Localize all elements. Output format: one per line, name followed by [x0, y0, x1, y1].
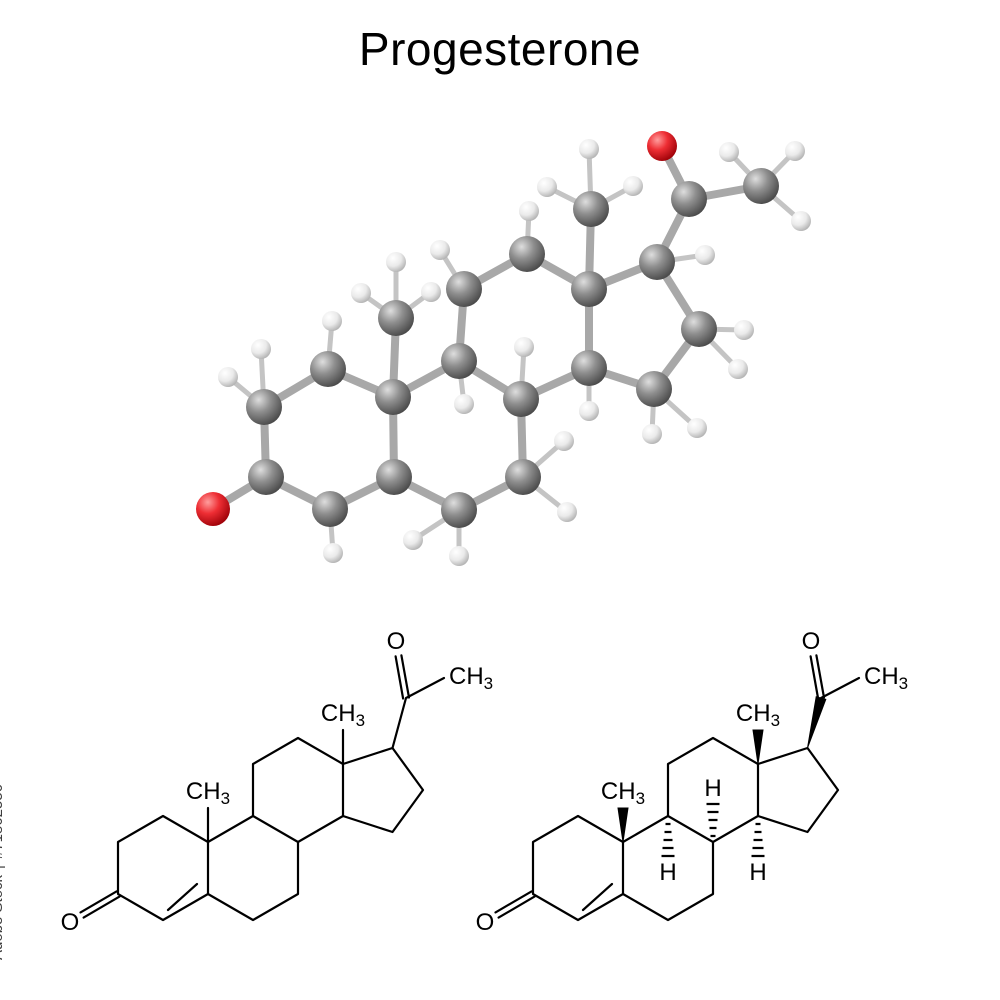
ball-and-stick-model — [196, 131, 811, 566]
hydrogen-atom — [514, 337, 534, 357]
ring-double-bond — [166, 882, 199, 912]
ketone-double-bond — [79, 890, 121, 919]
carbon-atom — [441, 343, 477, 379]
hydrogen-atom — [322, 311, 342, 331]
hydrogen-atom — [642, 424, 662, 444]
hydrogen-atom — [351, 283, 371, 303]
page-title: Progesterone — [358, 23, 642, 75]
hydrogen-atom — [557, 502, 577, 522]
ring-b — [621, 814, 715, 922]
ring-a — [116, 814, 210, 922]
hydrogen-atom — [421, 282, 441, 302]
methyl-label: CH3 — [186, 778, 230, 808]
methyl-label: CH3 — [864, 663, 908, 693]
ring-c — [666, 736, 760, 844]
oxygen-label: O — [61, 909, 80, 936]
carbon-atom — [441, 492, 477, 528]
hydrogen-atom — [430, 240, 450, 260]
carbon-atom — [246, 389, 282, 425]
oxygen-atom — [196, 492, 230, 526]
carbon-atom — [681, 311, 717, 347]
watermark-number: #71802550 — [0, 783, 6, 860]
carbon-atom — [310, 351, 346, 387]
carbon-atom — [376, 459, 412, 495]
ring-a — [531, 814, 625, 922]
stereo-hydrogen-label: H — [659, 859, 676, 886]
hash-wedge-c14-h — [751, 822, 765, 858]
acetyl-bond — [391, 676, 446, 750]
hash-wedge-c9-h — [661, 822, 675, 858]
bond-layer — [209, 142, 804, 559]
hydrogen-atom — [734, 320, 754, 340]
hydrogen-atom — [251, 339, 271, 359]
hydrogen-atom — [449, 546, 469, 566]
watermark-separator: | — [0, 865, 6, 869]
carbon-atom — [743, 168, 779, 204]
hydrogen-atom — [623, 176, 643, 196]
carbon-atom — [503, 381, 539, 417]
methyl-label: CH3 — [321, 700, 365, 730]
carbon-atom — [639, 244, 675, 280]
oxygen-label: O — [476, 909, 495, 936]
carbon-atom — [312, 491, 348, 527]
wedge-bond-c18 — [752, 729, 764, 765]
hydrogen-atom — [323, 543, 343, 563]
carbon-atom — [378, 300, 414, 336]
structural-formula-plain: O O CH3 CH3 CH3 — [61, 628, 493, 936]
carbon-atom — [446, 271, 482, 307]
hydrogen-atom — [386, 252, 406, 272]
ring-b — [206, 814, 300, 922]
structural-formula-stereo: O O CH3 CH3 CH3 H H H — [476, 628, 908, 936]
carbon-atom — [375, 379, 411, 415]
hydrogen-atom — [687, 418, 707, 438]
oxygen-label: O — [802, 628, 821, 655]
wedge-bond-acetyl — [807, 696, 827, 749]
hydrogen-atom — [791, 211, 811, 231]
carbon-atom — [248, 459, 284, 495]
oxygen-label: O — [387, 628, 406, 655]
ring-c — [251, 736, 345, 844]
hash-wedge-c8-h — [706, 802, 720, 838]
wedge-bond-c19 — [617, 807, 629, 843]
methyl-label: CH3 — [449, 663, 493, 693]
oxygen-atom — [647, 131, 677, 161]
stereo-hydrogen-label: H — [704, 775, 721, 802]
hydrogen-atom — [554, 431, 574, 451]
ring-d — [341, 746, 425, 834]
carbon-atom — [571, 350, 607, 386]
hydrogen-atom — [454, 394, 474, 414]
acetyl-double-bond — [394, 654, 411, 700]
hydrogen-atom — [695, 245, 715, 265]
acetyl-double-bond — [809, 654, 826, 700]
watermark-brand: Adobe Stock — [0, 874, 6, 960]
ring-double-bond — [581, 882, 614, 912]
carbon-atom — [636, 371, 672, 407]
carbon-atom — [509, 236, 545, 272]
hydrogen-atom — [519, 201, 539, 221]
hydrogen-atom — [403, 530, 423, 550]
stereo-hydrogen-label: H — [749, 859, 766, 886]
methyl-label: CH3 — [601, 778, 645, 808]
atom-layer — [196, 131, 811, 566]
hydrogen-atom — [537, 177, 557, 197]
acetyl-bond — [819, 676, 861, 700]
hydrogen-atom — [719, 142, 739, 162]
carbon-atom — [671, 181, 707, 217]
ring-d — [756, 746, 840, 834]
hydrogen-atom — [579, 401, 599, 421]
carbon-atom — [505, 459, 541, 495]
hydrogen-atom — [785, 141, 805, 161]
watermark: Adobe Stock | #71802550 — [0, 778, 6, 960]
carbon-atom — [573, 191, 609, 227]
hydrogen-atom — [218, 367, 238, 387]
carbon-atom — [571, 271, 607, 307]
hydrogen-atom — [579, 139, 599, 159]
ketone-double-bond — [494, 890, 536, 919]
methyl-label: CH3 — [736, 700, 780, 730]
hydrogen-atom — [728, 359, 748, 379]
